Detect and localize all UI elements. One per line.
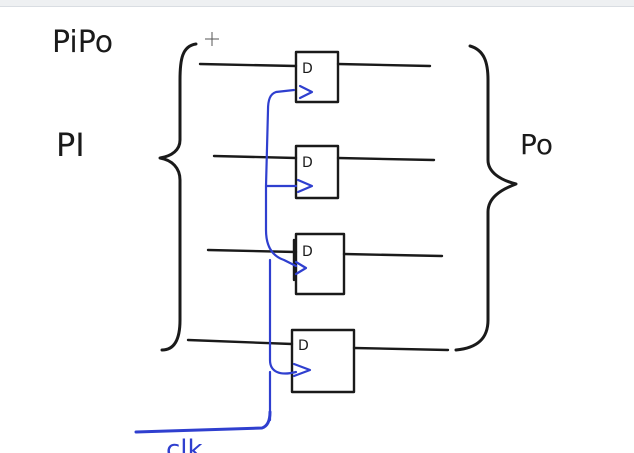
flipflop-2: D — [212, 144, 436, 200]
ff4-clock-triangle — [292, 362, 312, 378]
ff2-input-line — [212, 154, 298, 160]
ff4-output-line — [352, 346, 450, 352]
ff3-d-label: D — [302, 244, 313, 260]
window-top-strip — [0, 0, 634, 7]
ff4-box — [290, 328, 356, 394]
flipflop-3: D — [206, 232, 444, 296]
ff1-input-line — [198, 62, 298, 68]
ff3-output-line — [342, 252, 444, 258]
ff2-clock-triangle — [296, 178, 314, 194]
ff1-output-line — [336, 62, 432, 68]
flipflop-4: D — [186, 328, 450, 394]
ff3-box — [294, 232, 346, 296]
ff1-clock-triangle — [298, 84, 314, 100]
ff2-output-line — [336, 156, 436, 162]
ff4-input-line — [186, 338, 294, 346]
label-parallel-in: PI — [56, 126, 85, 164]
ff3-clock-triangle — [294, 260, 308, 276]
flipflop-1: D — [198, 50, 432, 104]
cursor-crosshair-icon — [205, 32, 219, 46]
ff1-d-label: D — [302, 61, 313, 77]
right-curly-brace — [454, 44, 518, 352]
ff1-box — [294, 50, 340, 104]
title-pipo: PiPo — [52, 25, 113, 60]
ff2-d-label: D — [302, 155, 313, 171]
ff2-box — [294, 144, 340, 200]
ff4-d-label: D — [298, 338, 309, 354]
clock-bus — [134, 88, 298, 434]
left-curly-brace — [158, 42, 198, 352]
label-parallel-out: Po — [520, 128, 553, 161]
clock-vertical-line — [264, 88, 298, 422]
clock-label: clk — [166, 435, 203, 453]
ff3-input-line — [206, 248, 298, 254]
clock-input-line — [134, 410, 272, 434]
